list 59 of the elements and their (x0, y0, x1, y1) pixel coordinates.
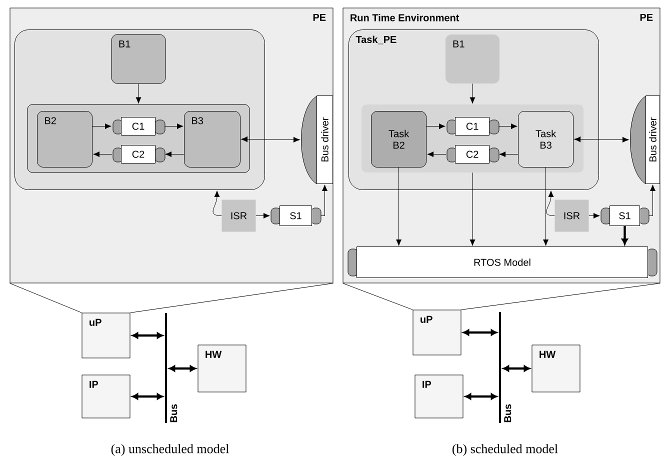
component-box: uP (412, 310, 462, 356)
block-box: B1 (111, 34, 166, 84)
block-box: B1 (446, 34, 500, 84)
component-box: HW (198, 344, 246, 392)
arrow (470, 172, 476, 246)
arrow (502, 365, 530, 372)
arrow (470, 83, 476, 104)
arrow (396, 167, 402, 246)
block-box: B2 (37, 111, 92, 168)
component-box: IP (82, 374, 130, 418)
arrow (93, 151, 112, 158)
channel-box: S1 (270, 206, 322, 226)
isr-box: ISR (222, 200, 256, 232)
arrow (132, 393, 164, 400)
block-box: Task B2 (371, 111, 427, 168)
arrow (498, 124, 518, 130)
component-box: uP (82, 312, 130, 358)
arrow (92, 123, 112, 130)
curved-arrow (546, 190, 555, 216)
arrow (427, 152, 446, 158)
arrow (588, 212, 600, 219)
bus-line: Bus (499, 312, 512, 423)
component-box: HW (532, 344, 580, 392)
arrow (165, 151, 184, 158)
caption: (a) unscheduled model (111, 444, 229, 456)
arrow (499, 152, 518, 158)
channel-box: C2 (112, 145, 166, 164)
bus-line: Bus (165, 313, 178, 423)
channel-box: S1 (600, 206, 650, 226)
arrow (132, 332, 164, 339)
caption: (b) scheduled model (452, 444, 558, 456)
arrow (574, 136, 629, 142)
arrow (320, 184, 328, 216)
curved-arrow (212, 190, 222, 216)
zoom-line (10, 283, 82, 313)
zoom-line (342, 283, 413, 310)
arrow (464, 393, 498, 400)
arrow (168, 365, 196, 372)
arrow (648, 184, 656, 216)
arrow (241, 136, 300, 142)
zoom-line (461, 283, 660, 310)
arrow (426, 124, 446, 130)
channel-box: C1 (112, 117, 166, 136)
block-box: Task B3 (518, 111, 574, 168)
arrow (136, 84, 142, 104)
arrow (256, 212, 270, 219)
isr-box: ISR (554, 200, 589, 232)
block-box: B3 (184, 111, 240, 168)
arrow (164, 123, 184, 130)
arrow (622, 226, 628, 245)
bus-driver-box: Bus driver (630, 96, 660, 184)
arrow (462, 329, 498, 336)
bus-driver-box: Bus driver (301, 96, 333, 184)
zoom-line (130, 283, 334, 313)
component-box: IP (414, 374, 464, 418)
arrow (543, 167, 549, 246)
channel-box: C1 (446, 117, 500, 136)
channel-box: C2 (446, 145, 500, 164)
rtos-bar: RTOS Model (348, 246, 658, 278)
